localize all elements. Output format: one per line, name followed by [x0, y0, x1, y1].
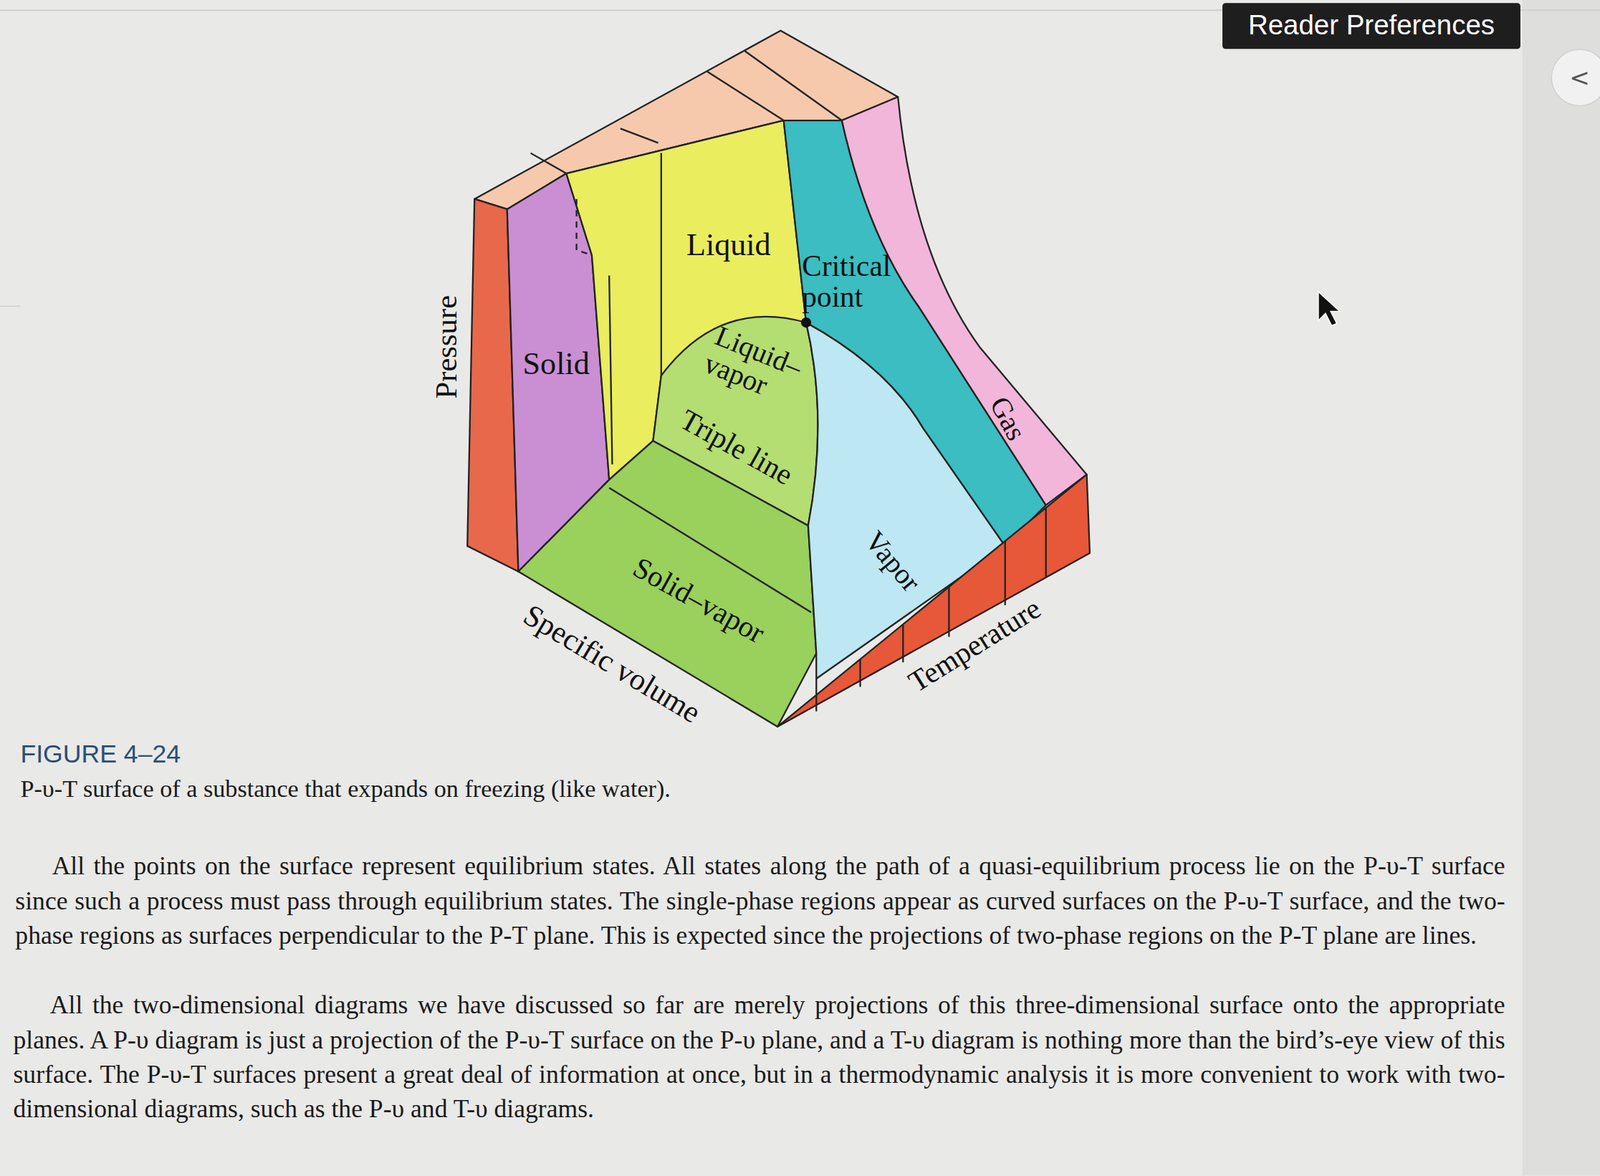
critical-point-dot [801, 317, 812, 328]
point-label: Critical point [801, 250, 925, 314]
gas-region [841, 96, 1087, 506]
teal-region [783, 120, 1047, 546]
toolbar-button: Reader Preferences [1222, 2, 1521, 49]
button-label: < [1569, 63, 1590, 92]
figure-caption: P-υ-T surface of a substance that expand… [20, 775, 670, 803]
margin-mark [0, 305, 21, 307]
front-wall [777, 474, 1090, 727]
region-label: Solid [523, 347, 590, 381]
body-paragraph: All the points on the surface represent … [15, 849, 1505, 953]
figure-number: FIGURE 4–24 [20, 738, 181, 769]
region-label: Liquid [686, 228, 771, 262]
axis-label: Pressure [429, 295, 463, 400]
mouse-cursor [1318, 291, 1340, 326]
button-label: Reader Preferences [1248, 10, 1495, 42]
body-paragraph: All the two-dimensional diagrams we have… [13, 988, 1506, 1128]
side-strip [1522, 0, 1600, 1176]
